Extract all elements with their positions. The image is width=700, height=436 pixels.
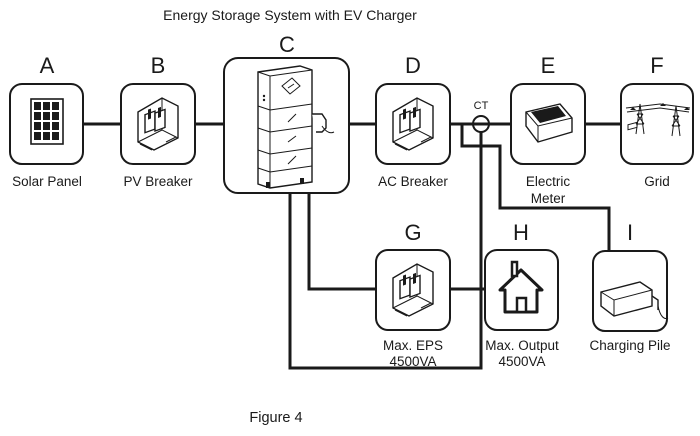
node-label: Solar Panel: [12, 174, 82, 189]
solar-panel-icon: [30, 98, 64, 145]
node-i: I Charging Pile: [589, 121, 671, 353]
meter-icon: [525, 103, 573, 143]
node-label: Grid: [644, 174, 670, 189]
wire-d-i: [460, 124, 611, 251]
node-a: A Solar Panel: [9, 53, 84, 189]
node-b: B PV Breaker: [120, 53, 196, 189]
node-letter: C: [279, 32, 295, 57]
node-letter: G: [404, 220, 421, 245]
node-label: AC Breaker: [378, 174, 448, 189]
node-c: C: [223, 32, 350, 194]
node-label-line2: 4500VA: [498, 354, 545, 369]
house-icon: [498, 260, 544, 314]
ct-label: CT: [474, 100, 489, 112]
node-h: H Max. Output 4500VA: [484, 220, 559, 369]
wire-c-eps-ct: [288, 124, 483, 370]
node-letter: E: [541, 53, 556, 78]
wire-c-g: [307, 193, 376, 291]
node-letter: I: [627, 220, 633, 245]
diagram-title: Energy Storage System with EV Charger: [163, 7, 417, 23]
node-letter: D: [405, 53, 421, 78]
node-label-line1: Electric: [526, 174, 571, 189]
node-d: D AC Breaker: [375, 53, 451, 189]
power-tower-icon: [625, 103, 691, 137]
node-label: Charging Pile: [589, 338, 670, 353]
node-label: PV Breaker: [123, 174, 193, 189]
battery-inverter-icon: [257, 65, 335, 189]
node-e: E Electric Meter: [510, 53, 586, 206]
node-letter: F: [650, 53, 663, 78]
node-f: F Grid: [620, 53, 694, 189]
node-label-line1: Max. Output: [485, 338, 559, 353]
wiring: [83, 122, 621, 370]
node-letter: A: [40, 53, 55, 78]
ev-charger-icon: [600, 121, 669, 319]
node-label-line2: 4500VA: [389, 354, 436, 369]
figure-caption: Figure 4: [249, 410, 302, 426]
node-letter: H: [513, 220, 529, 245]
node-letter: B: [151, 53, 166, 78]
node-g: G Max. EPS 4500VA: [375, 220, 451, 369]
node-label-line1: Max. EPS: [383, 338, 443, 353]
node-label-line2: Meter: [531, 191, 566, 206]
